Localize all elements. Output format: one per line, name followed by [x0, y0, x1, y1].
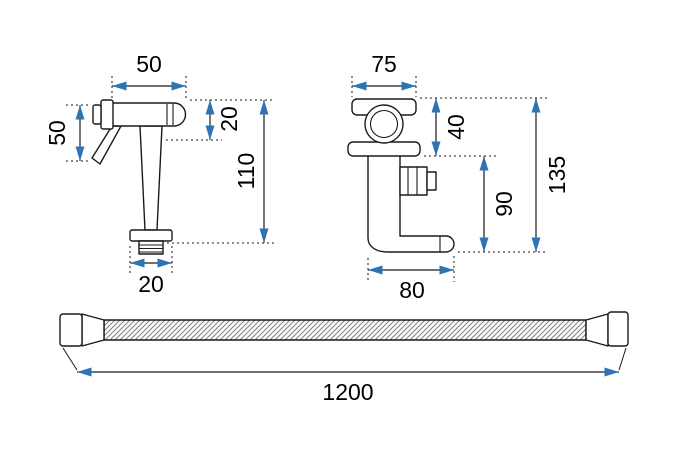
hose-left-cone	[81, 313, 105, 347]
dim-sprayer-total-height: 110	[167, 100, 274, 244]
dimension-label: 1200	[322, 379, 373, 405]
valve-flange	[347, 141, 421, 157]
valve-outlet-tip	[426, 171, 437, 191]
sprayer-head	[111, 102, 187, 127]
sprayer-connector-nut	[129, 229, 173, 242]
sprayer-head-cap	[100, 99, 114, 130]
dimension-label: 50	[44, 120, 70, 146]
sprayer-figure	[91, 99, 187, 255]
dimension-label: 110	[233, 153, 259, 190]
valve-knob-inner	[369, 109, 399, 139]
sprayer-nozzle	[92, 104, 102, 125]
dim-valve-body-height: 90	[458, 156, 548, 253]
dim-valve-plate-width: 75	[351, 51, 417, 97]
dim-valve-plate-height: 40	[420, 97, 548, 157]
dimension-label: 75	[371, 51, 397, 77]
valve-outlet	[399, 166, 428, 196]
dimension-label: 80	[399, 277, 425, 303]
extension-line	[62, 347, 78, 371]
hose-figure	[59, 311, 629, 347]
dimension-label: 135	[544, 156, 570, 194]
dimension-label: 90	[491, 191, 517, 217]
dim-hose-length: 1200	[62, 347, 627, 405]
dimension-label: 40	[443, 114, 469, 140]
hose-left-fitting	[59, 313, 83, 347]
hose-right-cone	[585, 313, 609, 347]
sprayer-trigger	[91, 125, 122, 165]
valve-figure	[347, 98, 455, 253]
sprayer-handle	[139, 125, 163, 231]
dim-valve-spout-length: 80	[367, 256, 455, 303]
dim-sprayer-connector-width: 20	[129, 246, 173, 297]
dimension-label: 20	[216, 106, 242, 132]
dim-valve-total-height: 135	[531, 98, 570, 252]
extension-line	[618, 347, 627, 371]
sprayer-connector-thread	[138, 240, 164, 255]
dimension-label: 50	[136, 51, 162, 77]
hose-tube	[103, 319, 587, 341]
dimension-label: 20	[138, 271, 164, 297]
valve-body-and-spout	[367, 153, 455, 253]
dim-sprayer-head-width: 50	[111, 51, 187, 101]
hose-right-fitting	[607, 311, 629, 347]
dim-sprayer-head-height: 50	[44, 104, 90, 162]
